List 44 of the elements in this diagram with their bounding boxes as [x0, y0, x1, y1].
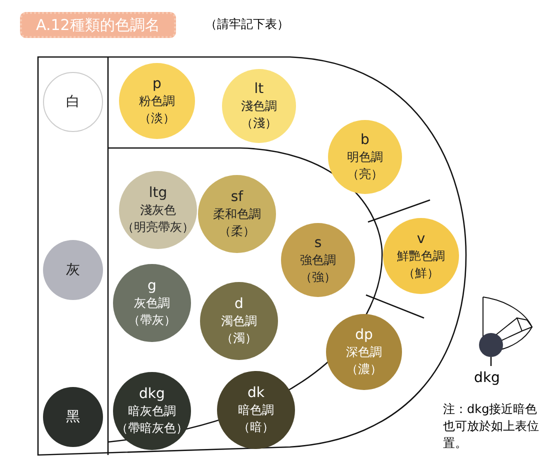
tone-name: （明亮帶灰） — [122, 218, 194, 236]
footnote: 注：dkg接近暗色也可放於如上表位置。 — [443, 401, 540, 452]
tone-code: 黑 — [66, 408, 80, 426]
tone-name: （強） — [300, 268, 336, 286]
tone-name: 粉色調 — [139, 92, 175, 110]
tone-name: 暗灰色調 — [128, 402, 176, 420]
tone-name: （亮） — [347, 166, 383, 182]
tone-code: dkg — [139, 386, 165, 402]
title-banner: A.12種類的色調名 — [20, 12, 176, 38]
tone-code: ltg — [148, 184, 168, 202]
tone-name: （濃） — [346, 360, 382, 378]
tone-name: 淺色調 — [241, 98, 277, 114]
tone-name: 濁色調 — [221, 312, 257, 330]
tone-code: d — [234, 296, 244, 312]
tone-code: b — [360, 132, 370, 148]
tone-name: （淺） — [241, 114, 277, 132]
tone-name: （淡） — [139, 110, 175, 126]
tone-code: dk — [248, 384, 264, 402]
tone-code: g — [148, 278, 156, 294]
tone-code: lt — [254, 80, 264, 98]
tone-name: 灰色調 — [134, 294, 170, 312]
tone-name: （帶灰） — [128, 312, 176, 328]
tone-name: 暗色調 — [238, 402, 274, 418]
tone-name: 淺灰色 — [140, 202, 176, 218]
tone-name: 鮮艷色調 — [397, 248, 445, 264]
tone-name: （帶暗灰色） — [116, 420, 188, 436]
tone-name: （濁） — [221, 330, 257, 346]
tone-name: 深色調 — [346, 344, 382, 360]
tone-code: p — [152, 76, 162, 92]
tone-code: 灰 — [66, 262, 80, 278]
tone-code: v — [416, 230, 426, 248]
tone-name: 強色調 — [300, 252, 336, 268]
tone-name: 明色調 — [347, 148, 383, 166]
tone-name: 柔和色調 — [213, 206, 261, 222]
tone-code: s — [314, 234, 322, 252]
tone-name: （鮮） — [403, 264, 439, 282]
tone-code-label: dkg — [474, 370, 500, 386]
tone-name: （暗） — [238, 418, 274, 436]
tone-code: dp — [355, 326, 373, 344]
tone-code: 白 — [66, 94, 80, 110]
subtitle-note: （請牢記下表） — [205, 16, 289, 33]
tone-code: sf — [230, 188, 244, 206]
tone-name: （柔） — [219, 222, 255, 240]
dot-marker — [479, 333, 503, 357]
